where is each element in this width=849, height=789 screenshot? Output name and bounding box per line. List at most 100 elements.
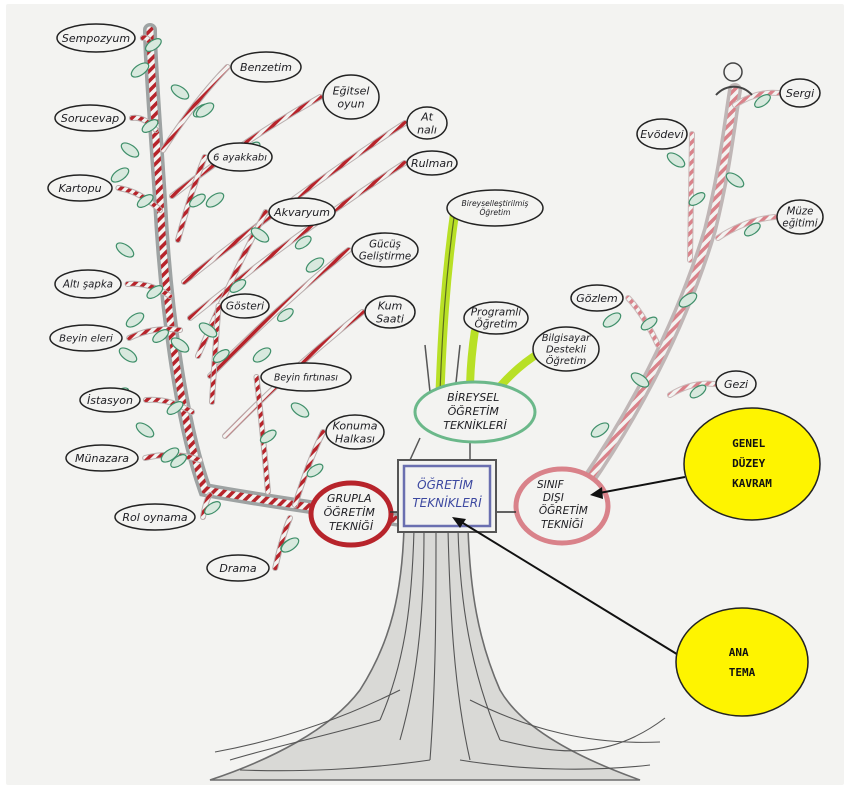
leaf [276,308,294,322]
leaf [259,429,277,444]
leaf [666,152,686,168]
leaf [130,62,150,78]
leaf [602,312,622,328]
leaf [110,167,130,183]
term-text: Evödevi [640,128,684,141]
leaf [188,193,206,208]
root-line-1: ÖĞRETİM [417,476,474,492]
term-bubble: Rol oynama [114,503,196,531]
callout-main-line-2: TEMA [729,666,756,679]
branch-hatch [201,493,212,519]
root-node: ÖĞRETİM TEKNİKLERİ [390,459,516,533]
leaf [250,227,270,243]
group-center-line-1: BİREYSEL [447,391,499,404]
branch-hatch [716,215,777,240]
term-text: Sempozyum [62,32,130,45]
trunk [209,527,666,781]
leaf [212,349,230,363]
branch-hatch [210,304,221,404]
group-right-cloud: SINIF DIŞI ÖĞRETİM TEKNİĞİ [513,466,611,546]
leaf [640,316,658,331]
branch-hatch [188,161,407,320]
callout-general-line-2: DÜZEY [732,456,765,470]
callout-general-line-1: GENEL [732,437,765,450]
leaf [115,242,135,258]
callout-general-line-3: KAVRAM [732,477,772,490]
term-bubble: Gezi [715,370,757,398]
branches [115,34,781,571]
svg-text:ÖĞRETİM TEKNİKLERİ: ÖĞRETİM TEKNİKLERİ [412,476,482,510]
term-bubble: Münazara [65,444,139,472]
leaf [170,337,190,353]
leaf [280,537,300,553]
term-bubble: Sempozyum [56,23,136,53]
branch-hatch [668,381,716,397]
leaf [170,84,190,100]
group-center-line-3: TEKNİKLERİ [443,419,507,432]
leaf [160,447,180,463]
term-bubble: Kartopu [47,174,113,202]
leaf [306,463,324,478]
callout-main: ANA TEMA [452,517,809,717]
branch-hatch [125,281,172,298]
leaf [290,402,310,418]
branch-hatch [688,132,694,262]
leaf [152,329,170,343]
term-bubble: Drama [206,554,270,582]
leaf [146,285,164,299]
branch-hatch [116,186,162,212]
term-bubble: Gösteri [220,293,270,319]
term-bubble: 6 ayakkabı [207,142,273,172]
leaf [120,142,140,158]
term-text: İstasyon [87,394,133,407]
leaf [204,501,221,515]
term-bubble: Sorucevap [54,104,126,132]
branch-hatch [161,65,230,152]
leaf [205,192,225,208]
term-bubble: İstasyon [79,387,141,413]
term-text: Altı şapka [62,280,113,291]
term-text: Münazara [75,452,129,465]
leaf [630,372,650,388]
leaf [166,401,184,415]
group-right-line-2: DIŞI [543,492,564,504]
leaf [136,194,154,208]
branch-hatch [254,375,270,494]
leaf [135,422,155,438]
callout-main-line-1: ANA [729,646,749,659]
term-text: Rol oynama [122,511,188,524]
term-bubble: Altı şapka [54,269,122,299]
svg-text:SINIF DIŞI ÖĞR: SINIF DIŞI ÖĞRETİM TEKNİĞİ [537,479,591,531]
term-text: Kartopu [58,182,101,195]
term-bubble: Sergi [779,78,821,108]
leaf [141,119,159,133]
branch-hatch [176,155,207,242]
leaf [688,192,706,206]
group-right-line-4: TEKNİĞİ [541,518,584,531]
group-left-line-1: GRUPLA [327,492,372,505]
root-line-2: TEKNİKLERİ [412,495,482,510]
term-text: Benzetim [240,61,292,74]
term-text: 6 ayakkabı [213,152,267,163]
leaf [743,222,761,237]
term-text: Gösteri [226,301,264,313]
term-bubble: Rulman [406,150,458,176]
leaf [305,257,325,273]
leaf [754,94,771,108]
branch-hatch [626,296,660,347]
term-bubble: Evödevi [636,118,688,150]
group-left-line-3: TEKNİĞİ [329,520,374,533]
